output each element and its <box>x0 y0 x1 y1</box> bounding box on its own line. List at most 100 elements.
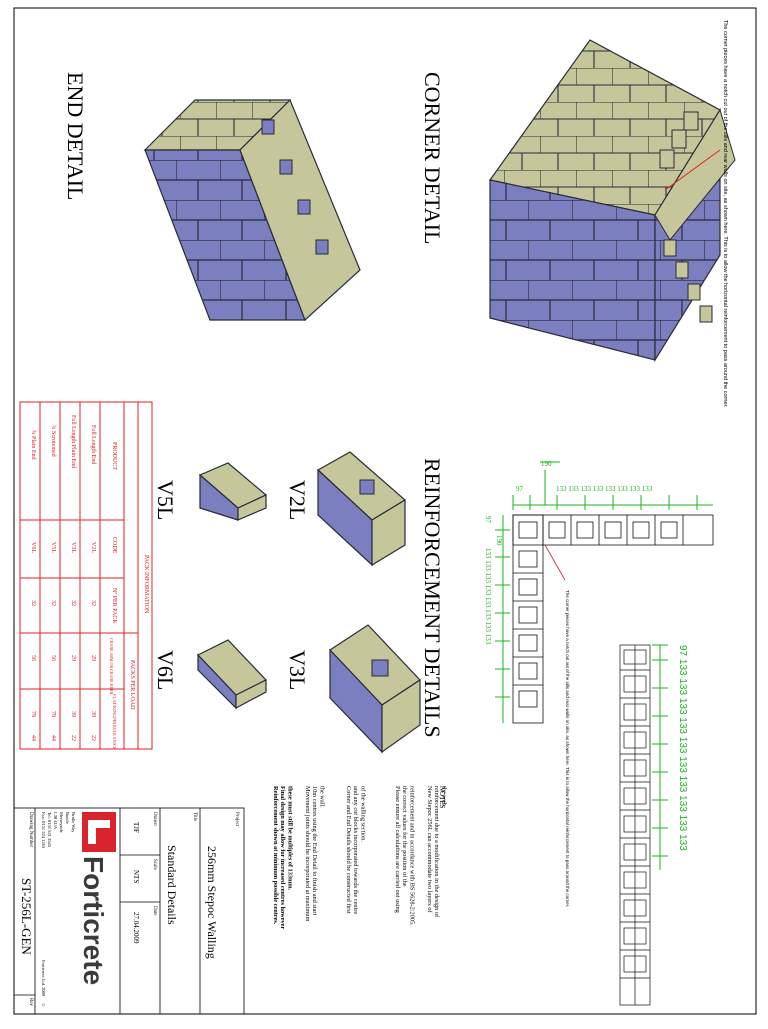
note-line: Movement joints should be incorporated a… <box>304 786 311 921</box>
date-value: 27.04.2009 <box>132 912 140 944</box>
dim-vertical-run: 133 133 133 133 133 133 133 133 <box>484 548 492 645</box>
note-line: reinforcement due to a modification in t… <box>433 786 440 918</box>
address-line: Merseyside <box>59 812 64 833</box>
table-cell: 22 <box>90 735 96 741</box>
reinforcement-corner-plan: 190 97 133 133 133 133 133 133 133 133 9… <box>484 460 714 907</box>
table-cell: V5L <box>50 542 56 553</box>
table-cell: V6L <box>30 542 36 553</box>
end-detail-drawing <box>143 98 361 322</box>
table-cell: Full Length Plain End <box>70 415 76 468</box>
table-cell: 44 <box>30 735 36 741</box>
note-line: Please ensure all calculations are carri… <box>394 786 401 914</box>
dim-top-run: 133 133 133 133 133 133 133 133 <box>556 485 653 493</box>
note-item-2: Please ensure all calculations are carri… <box>394 786 415 926</box>
block-v5l-drawing <box>198 462 268 521</box>
header-product: PRODUCT <box>111 442 117 470</box>
table-cell: ¾ Plain End <box>30 430 37 460</box>
note-line: these must still be multiples of 133mm. <box>286 786 293 890</box>
table-cell: V2L <box>90 542 96 553</box>
sheet-border <box>13 7 757 1015</box>
block-v2l-drawing <box>316 451 407 567</box>
corner-leader-line <box>664 149 721 191</box>
header-code: CODE <box>111 537 117 554</box>
pack-table-group-header: PACKS PER LOAD <box>129 660 135 710</box>
drawing-title: Standard Details <box>165 845 179 925</box>
note-line: New Stepoc 256L can accommodate two laye… <box>426 786 433 913</box>
table-cell: 56 <box>30 655 36 661</box>
table-cell: Full Length End <box>90 425 96 464</box>
drawn-value: TJF <box>132 822 140 833</box>
reinforcement-long-elevation: 97 133 133 133 133 133 133 133 133 133 1… <box>619 644 688 1006</box>
note-line: 10m centres using the End Detail to fini… <box>311 786 318 915</box>
note-line: and any cut blocks incorporated towards … <box>352 786 359 914</box>
end-detail-heading: END DETAIL <box>63 72 88 200</box>
address-line: Fax: 0151 524 1265 <box>41 812 46 849</box>
block-v3l-label: V3L <box>285 650 310 690</box>
address-line: Bridle Way <box>71 812 76 833</box>
project-label: Project <box>234 812 239 827</box>
dim-long-run: 97 133 133 133 133 133 133 133 133 133 1… <box>677 645 688 851</box>
table-cell: 78 <box>50 711 56 717</box>
forticrete-logo: Forticrete <box>78 812 116 985</box>
header-crane-arm: CRANE ARM OR CRANE KERB <box>109 638 114 695</box>
corner-detail-heading: CORNER DETAIL <box>420 72 445 244</box>
header-flat-kingpin: FLAT/KINGPIN <box>112 694 117 725</box>
scale-label: Scale <box>152 859 157 871</box>
table-cell: 32 <box>30 600 36 606</box>
table-cell: 29 <box>70 655 76 661</box>
table-cell: 39 <box>90 711 96 717</box>
table-cell: 56 <box>50 655 56 661</box>
block-v5l-label: V5L <box>153 480 178 520</box>
table-cell: 32 <box>90 600 96 606</box>
dim-top-97: 97 <box>516 485 524 493</box>
title-label: Title <box>192 812 197 822</box>
rev-label: Rev <box>28 998 33 1007</box>
drawing-number-label: Drawing Number <box>28 812 33 847</box>
pack-table-title: PACK INFORMATION <box>143 555 149 614</box>
drawn-label: Drawn <box>152 812 157 826</box>
note-item-5: Reinforcement shown at minimum possible … <box>272 786 293 929</box>
dim-left-97: 97 <box>484 516 492 524</box>
note-item-4: Movement joints should be incorporated a… <box>304 786 325 921</box>
note-line: Reinforcement shown at minimum possible … <box>272 786 279 925</box>
note-item-3: Corner and End Details should be constru… <box>345 786 366 914</box>
address-line: Bootle <box>65 812 70 824</box>
table-cell: 78 <box>30 711 36 717</box>
reinforcement-details-heading: REINFORCEMENT DETAILS <box>420 458 445 738</box>
plan-note: The corner pieces have a notch cut out o… <box>565 590 570 907</box>
note-line: the correct values for the position of t… <box>401 786 408 887</box>
table-cell: 22 <box>70 735 76 741</box>
title-block: Project Title Drawn Scale Date Drawing N… <box>13 807 245 1015</box>
table-cell: 32 <box>70 600 76 606</box>
plan-leader-line <box>544 544 566 581</box>
notes-title: NOTES <box>438 786 446 809</box>
note-line: Corner and End Details should be constru… <box>345 786 352 914</box>
project-name: 256mm Stepoc Walling <box>205 846 219 959</box>
date-label: Date <box>152 906 157 916</box>
brand-name: Forticrete <box>78 856 109 985</box>
dim-top-190: 190 <box>541 460 552 468</box>
address-line: Tel: 0151 521 3545 <box>47 812 52 848</box>
table-cell: 44 <box>50 735 56 741</box>
table-cell: 39 <box>70 711 76 717</box>
pack-table: PACK INFORMATION PACKS PER LOAD PRODUCT … <box>19 401 153 750</box>
note-line: Final design may allow for increased cen… <box>279 786 286 929</box>
corner-note: The corner pieces have a notch cut out o… <box>722 20 728 408</box>
footer-ref: Forticrete Ltd. 2009 <box>41 960 46 997</box>
copyright-mark: © <box>41 1003 46 1007</box>
note-line: the web. <box>440 786 447 808</box>
table-cell: 32 <box>50 600 56 606</box>
notes-section: NOTES New Stepoc 256L can accommodate tw… <box>272 786 447 929</box>
block-v6l-label: V6L <box>153 650 178 690</box>
header-bulk-stock: BULK STOCK <box>112 725 117 750</box>
dim-left-190: 190 <box>495 535 503 546</box>
address-line: L30 4UA <box>53 812 58 830</box>
note-item-1: New Stepoc 256L can accommodate two laye… <box>426 786 447 918</box>
note-line: reinforcement and in accordance with BS … <box>408 786 415 926</box>
table-cell: ¾ Scrotemed <box>50 425 57 457</box>
drawing-number: ST-256L-GEN <box>19 878 34 955</box>
scale-value: NTS <box>132 870 140 883</box>
block-v3l-drawing <box>329 624 421 754</box>
note-line: of the walling section. <box>359 786 366 842</box>
